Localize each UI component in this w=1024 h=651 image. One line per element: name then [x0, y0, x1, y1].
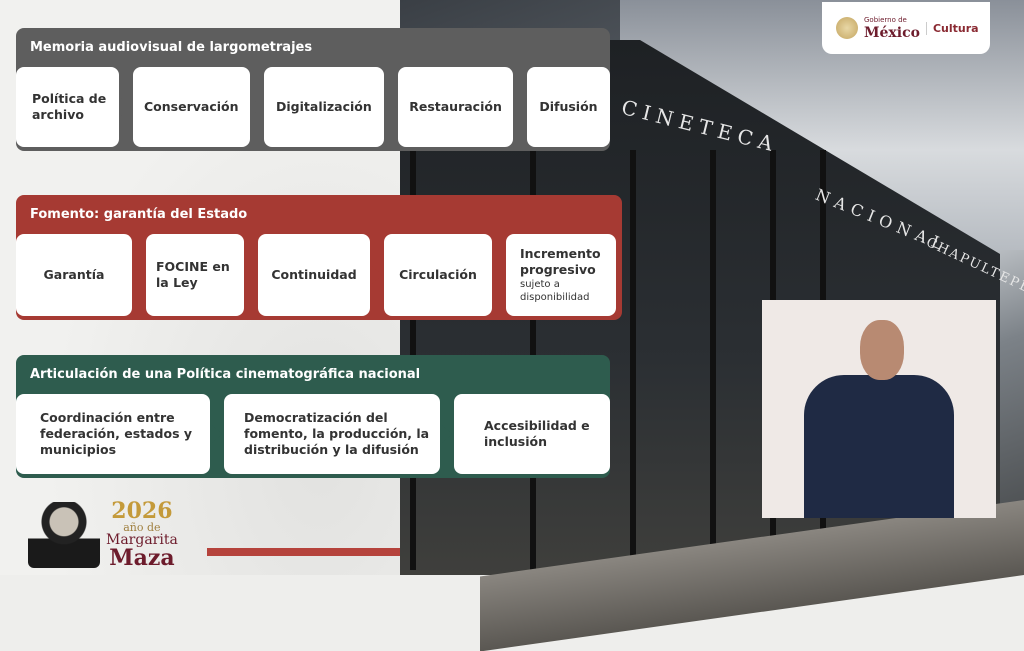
margarita-maza-portrait [28, 501, 100, 568]
section-title: Articulación de una Política cinematográ… [16, 355, 610, 394]
arrow-icon [251, 98, 262, 116]
step-digitalizacion: Digitalización [263, 67, 385, 147]
arrow-icon [120, 98, 131, 116]
arrow-icon [372, 266, 382, 284]
step-difusion: Difusión [526, 67, 611, 147]
step-accesibilidad: Accesibilidad e inclusión [454, 394, 610, 474]
section-articulacion: Articulación de una Política cinematográ… [16, 355, 610, 478]
step-label: Incremento progresivo [520, 245, 601, 277]
step-incremento: Incremento progresivo sujeto a disponibi… [506, 234, 616, 316]
arrow-icon [212, 425, 222, 443]
year-badge: 2026 año de Margarita Maza [28, 500, 178, 569]
section-fomento: Fomento: garantía del Estado Garantía FO… [16, 195, 622, 320]
badge-line4: Maza [109, 545, 175, 571]
gov-small: Gobierno de [864, 15, 907, 24]
step-conservacion: Conservación [132, 67, 250, 147]
badge-line2: año de [123, 521, 161, 534]
decorative-bar [207, 548, 400, 556]
gov-big: México [864, 24, 920, 41]
step-restauracion: Restauración [398, 67, 513, 147]
step-sublabel: sujeto a disponibilidad [520, 279, 590, 304]
arrow-icon [386, 98, 397, 116]
arrow-icon [134, 266, 144, 284]
sign-language-interpreter [762, 300, 996, 518]
step-coordinacion: Coordinación entre federación, estados y… [16, 394, 210, 474]
culture-label: Cultura [925, 21, 979, 35]
section-memoria: Memoria audiovisual de largometrajes Pol… [16, 28, 611, 151]
badge-year: 2026 [111, 498, 173, 524]
section-title: Fomento: garantía del Estado [16, 195, 622, 234]
badge-line3: Margarita [106, 532, 178, 548]
seal-icon [836, 17, 858, 39]
arrow-icon [494, 266, 504, 284]
step-politica-archivo: Política de archivo [16, 67, 119, 147]
step-continuidad: Continuidad [258, 234, 370, 316]
step-focine: FOCINE en la Ley [146, 234, 244, 316]
section-title: Memoria audiovisual de largometrajes [16, 28, 610, 67]
step-democratizacion: Democratización del fomento, la producci… [224, 394, 440, 474]
arrow-icon [442, 425, 452, 443]
step-circulacion: Circulación [384, 234, 492, 316]
step-garantia: Garantía [16, 234, 132, 316]
arrow-icon [514, 98, 525, 116]
arrow-icon [246, 266, 256, 284]
